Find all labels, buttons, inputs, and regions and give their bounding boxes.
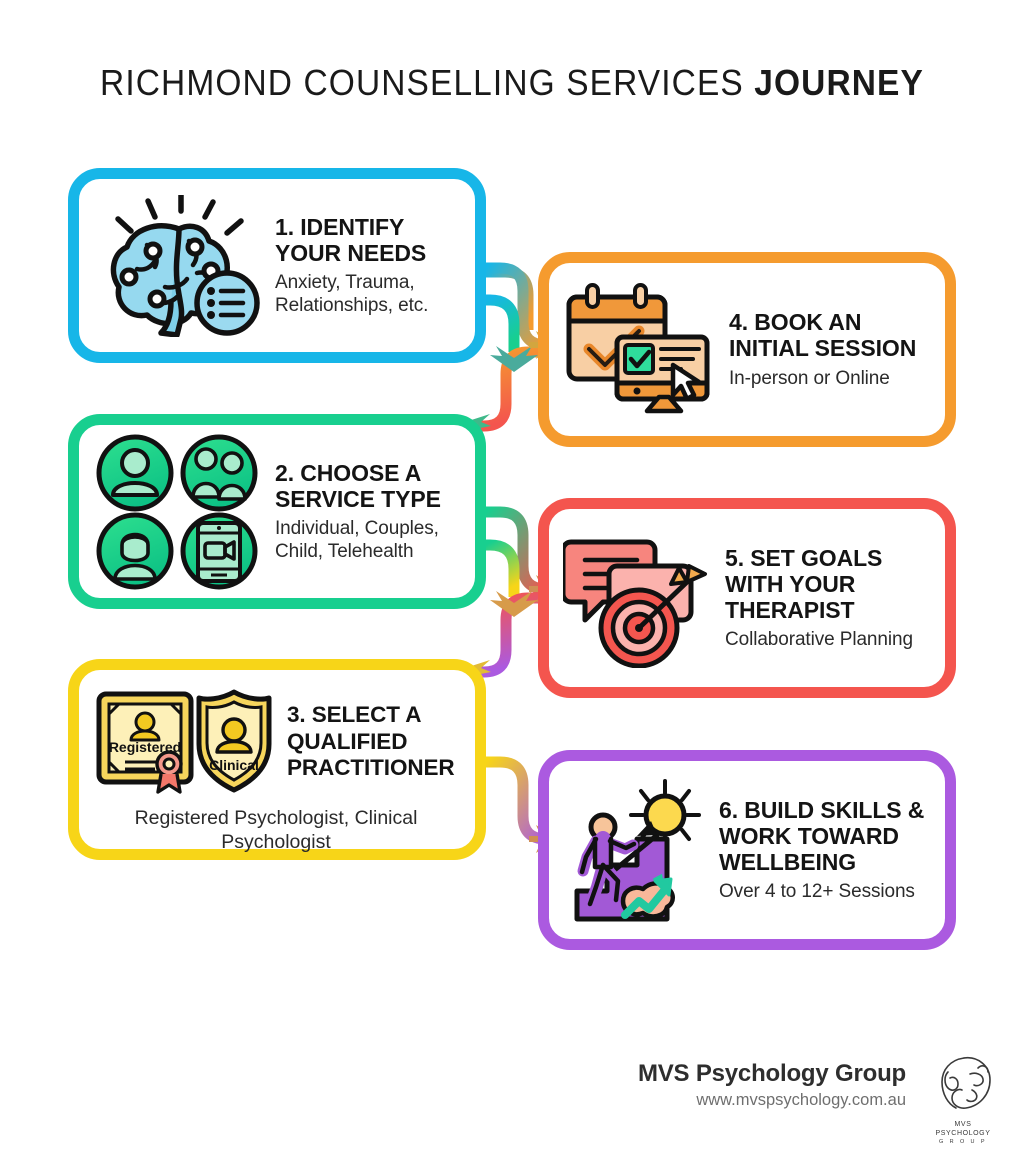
mvs-logo-line2: PSYCHOLOGY	[935, 1129, 991, 1137]
page-title-bold: JOURNEY	[754, 62, 924, 103]
step-1-heading: 1. IDENTIFY YOUR NEEDS	[275, 213, 427, 266]
calendar-monitor-booking-icon	[563, 282, 715, 417]
step-3-subtitle: Registered Psychologist, Clinical Psycho…	[134, 807, 418, 854]
step-5-subtitle: Collaborative Planning	[725, 629, 913, 651]
step-card-4[interactable]: 4. BOOK AN INITIAL SESSION In-person or …	[538, 252, 956, 447]
page-title: RICHMOND COUNSELLING SERVICES JOURNEY	[36, 62, 988, 104]
certificate-label: Registered	[109, 739, 181, 755]
service-types-icon	[93, 433, 261, 591]
step-2-subtitle: Individual, Couples, Child, Telehealth	[275, 518, 439, 563]
shield-clinical-icon: Clinical	[196, 689, 272, 793]
step-card-3[interactable]: Registered C	[68, 659, 486, 860]
step-4-subtitle: In-person or Online	[729, 367, 890, 389]
shield-label: Clinical	[209, 757, 259, 773]
speech-bubbles-target-icon	[563, 528, 711, 668]
mvs-logo: MVS PSYCHOLOGY G R O U P	[920, 1054, 1006, 1146]
footer: MVS Psychology Group www.mvspsychology.c…	[0, 1052, 1024, 1152]
step-2-heading: 2. CHOOSE A SERVICE TYPE	[275, 459, 441, 512]
step-card-2[interactable]: 2. CHOOSE A SERVICE TYPE Individual, Cou…	[68, 414, 486, 609]
stairs-growth-icon	[563, 777, 705, 923]
mvs-logo-line3: G R O U P	[939, 1138, 987, 1145]
step-3-heading: 3. SELECT A QUALIFIED PRACTITIONER	[287, 702, 455, 781]
footer-website[interactable]: www.mvspsychology.com.au	[696, 1091, 906, 1109]
step-1-subtitle: Anxiety, Trauma, Relationships, etc.	[275, 272, 429, 317]
step-card-5[interactable]: 5. SET GOALS WITH YOUR THERAPIST Collabo…	[538, 498, 956, 698]
telehealth-tablet-icon	[180, 512, 258, 589]
footer-brand: MVS Psychology Group	[637, 1060, 906, 1087]
step-card-6[interactable]: 6. BUILD SKILLS & WORK TOWARD WELLBEING …	[538, 750, 956, 950]
child-icon	[96, 512, 174, 589]
credentials-icon: Registered C	[93, 686, 273, 798]
certificate-registered-icon: Registered	[96, 691, 194, 794]
step-6-heading: 6. BUILD SKILLS & WORK TOWARD WELLBEING	[719, 796, 925, 876]
step-4-heading: 4. BOOK AN INITIAL SESSION	[729, 309, 917, 362]
mvs-logo-line1: MVS	[954, 1121, 972, 1128]
mvs-logo-caption: MVS PSYCHOLOGY G R O U P	[920, 1121, 1006, 1145]
step-5-heading: 5. SET GOALS WITH YOUR THERAPIST	[725, 544, 883, 624]
step-6-subtitle: Over 4 to 12+ Sessions	[719, 881, 915, 903]
page-title-light: RICHMOND COUNSELLING SERVICES	[100, 62, 755, 103]
couple-icon	[180, 434, 258, 511]
step-card-1[interactable]: 1. IDENTIFY YOUR NEEDS Anxiety, Trauma, …	[68, 168, 486, 363]
person-icon	[96, 434, 174, 511]
brain-with-checklist-icon	[93, 194, 261, 337]
